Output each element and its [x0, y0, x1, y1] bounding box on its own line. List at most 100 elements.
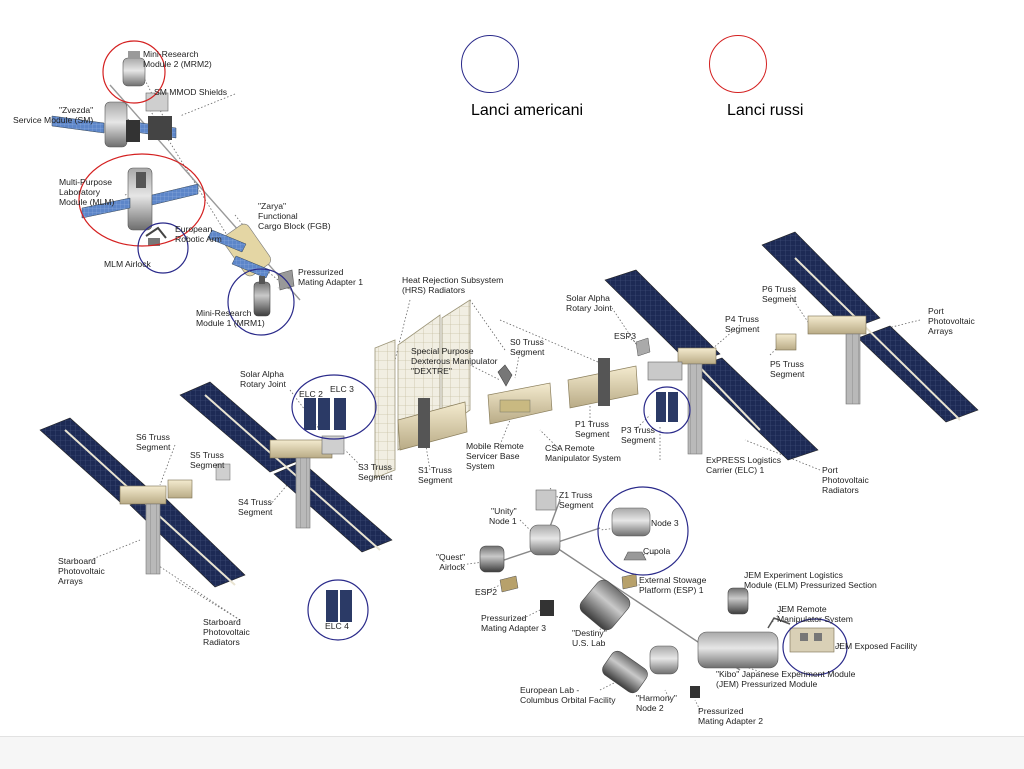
central-truss: [397, 358, 639, 451]
legend-russian-label: Lanci russi: [727, 102, 804, 119]
label-elc1: ExPRESS Logistics Carrier (ELC) 1: [706, 455, 781, 475]
pma2: [690, 686, 700, 698]
destiny-lab: [579, 579, 631, 631]
label-p6: P6 Truss Segment: [762, 284, 797, 304]
circle-mrm1-american: [227, 268, 295, 336]
circle-elc4-american: [307, 579, 369, 641]
cupola: [623, 551, 647, 561]
starboard-arrays: [39, 381, 393, 622]
port-arrays: [604, 231, 979, 461]
circle-mlm-airlock-american: [137, 222, 189, 274]
circle-node3-american: [597, 486, 689, 576]
label-sarj-port: Solar Alpha Rotary Joint: [566, 293, 612, 313]
z1-truss: [535, 489, 557, 511]
highlight-circles: [78, 40, 848, 676]
label-zvezda: "Zvezda" Service Module (SM): [13, 105, 94, 125]
label-pma3: Pressurized Mating Adapter 3: [481, 613, 546, 633]
label-mrm2: Mini-Research Module 2 (MRM2): [143, 49, 212, 69]
unity-node1: [529, 524, 561, 556]
label-p5: P5 Truss Segment: [770, 359, 805, 379]
label-s0: S0 Truss Segment: [510, 337, 545, 357]
label-destiny: "Destiny" U.S. Lab: [572, 628, 607, 648]
label-csa-rms: CSA Remote Manipulator System: [545, 443, 621, 463]
label-mbs: Mobile Remote Servicer Base System: [466, 441, 524, 471]
mlm-airlock: [148, 238, 160, 246]
mobile-base-system: [499, 399, 531, 413]
label-columbus: European Lab - Columbus Orbital Facility: [520, 685, 616, 705]
kibo-jem-pm: [697, 631, 779, 669]
mrm1-module: [253, 276, 271, 317]
mrm2-module: [122, 51, 146, 87]
label-zarya: "Zarya" Functional Cargo Block (FGB): [258, 201, 331, 231]
label-pma2: Pressurized Mating Adapter 2: [698, 706, 763, 726]
label-jem-elm: JEM Experiment Logistics Module (ELM) Pr…: [744, 570, 877, 590]
label-port-pv-radiators: Port Photovoltaic Radiators: [822, 465, 869, 495]
bottom-bar: [0, 736, 1024, 769]
legend-american-label: Lanci americani: [471, 102, 584, 119]
label-harmony: "Harmony" Node 2: [636, 693, 677, 713]
label-mlm-airlock: MLM Airlock: [104, 259, 151, 269]
label-kibo: "Kibo" Japanese Experiment Module (JEM) …: [716, 669, 856, 689]
label-esp2: ESP2: [475, 587, 497, 597]
jem-ef: [789, 627, 835, 653]
jem-elm: [727, 587, 749, 615]
label-z1: Z1 Truss Segment: [559, 490, 594, 510]
dextre: [497, 364, 513, 387]
label-s6: S6 Truss Segment: [136, 432, 171, 452]
circle-elc2-elc3-american: [291, 374, 377, 440]
elc2-elc3-carriers: [304, 398, 346, 430]
european-robotic-arm: [145, 226, 167, 239]
harmony-node2: [649, 645, 679, 675]
label-esp1: External Stowage Platform (ESP) 1: [639, 575, 707, 595]
node3: [611, 507, 651, 537]
label-p1: P1 Truss Segment: [575, 419, 610, 439]
legend-circle-russian: [709, 35, 767, 93]
circle-elc1-american: [643, 386, 691, 434]
label-sm-mmod-shields: SM MMOD Shields: [154, 87, 228, 97]
label-jem-ef: JEM Exposed Facility: [835, 641, 918, 651]
label-sarj-stbd: Solar Alpha Rotary Joint: [240, 369, 286, 389]
label-era: European Robotic Arm: [175, 224, 222, 244]
label-hrs-radiators: Heat Rejection Subsystem (HRS) Radiators: [402, 275, 504, 295]
zvezda-service-module: [51, 101, 177, 148]
label-jem-rms: JEM Remote Manipulator System: [777, 604, 853, 624]
label-elc4: ELC 4: [325, 621, 349, 631]
label-pma1: Pressurized Mating Adapter 1: [298, 267, 363, 287]
label-cupola: Cupola: [643, 546, 671, 556]
label-p4: P4 Truss Segment: [725, 314, 760, 334]
circle-jem-ef-american: [782, 618, 848, 676]
label-esp3: ESP3: [614, 331, 636, 341]
label-dextre: Special Purpose Dexterous Manipulator "D…: [411, 346, 498, 376]
columbus-lab: [602, 650, 648, 694]
label-quest: "Quest" Airlock: [436, 552, 466, 572]
label-stbd-pv-radiators: Starboard Photovoltaic Radiators: [203, 617, 250, 647]
pressurized-modules: [479, 489, 835, 698]
label-unity: "Unity" Node 1: [489, 506, 517, 526]
hrs-radiators: [374, 299, 471, 479]
elc4-carrier: [326, 590, 352, 622]
circle-mlm-russian: [78, 153, 206, 247]
zarya-fgb: [207, 223, 271, 279]
label-p3: P3 Truss Segment: [621, 425, 656, 445]
russian-segment: [51, 51, 301, 317]
elc1-carrier: [656, 392, 678, 422]
quest-airlock: [479, 545, 505, 573]
esp3: [635, 337, 651, 357]
label-s1: S1 Truss Segment: [418, 465, 453, 485]
pma3: [540, 600, 554, 616]
circle-mrm2-russian: [102, 40, 166, 104]
esp2: [499, 575, 519, 593]
legend-circle-american: [461, 35, 519, 93]
label-s4: S4 Truss Segment: [238, 497, 273, 517]
label-elc2: ELC 2: [299, 389, 323, 399]
label-elc3: ELC 3: [330, 384, 354, 394]
label-mrm1: Mini-Research Module 1 (MRM1): [196, 308, 265, 328]
jem-rms: [767, 617, 791, 629]
esp1: [621, 573, 638, 590]
label-s3: S3 Truss Segment: [358, 462, 393, 482]
label-s5: S5 Truss Segment: [190, 450, 225, 470]
label-mlm: Multi-Purpose Laboratory Module (MLM): [59, 177, 115, 207]
mlm-module: [81, 167, 199, 231]
label-port-pv-arrays: Port Photovoltaic Arrays: [928, 306, 975, 336]
